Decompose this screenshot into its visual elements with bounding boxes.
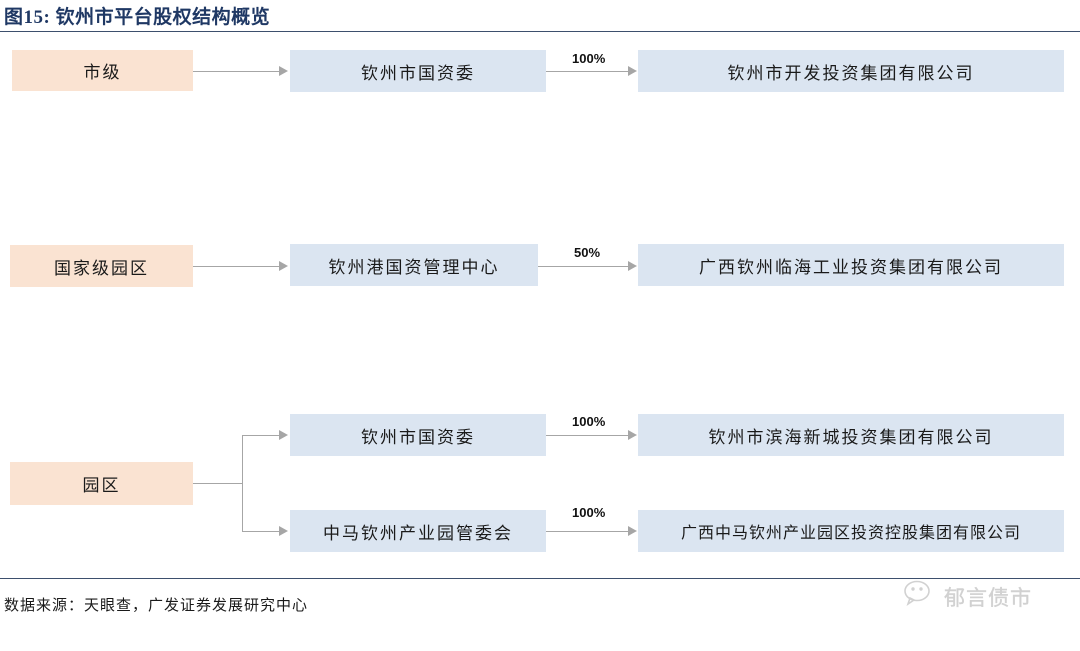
arrowhead-row2-owner <box>279 261 288 271</box>
ownership-percent-row2: 50% <box>574 245 601 260</box>
arrowhead-row1-owner <box>279 66 288 76</box>
figure-header: 图15: 钦州市平台股权结构概览 <box>0 0 1080 32</box>
category-box-row1: 市级 <box>12 50 193 91</box>
wechat-icon <box>904 580 938 613</box>
arrowhead-row1-entity <box>628 66 637 76</box>
connector-row3-branch-vertical <box>242 435 243 532</box>
ownership-percent-row3b: 100% <box>572 505 606 520</box>
arrowhead-row2-entity <box>628 261 637 271</box>
arrowhead-row3a-owner <box>279 430 288 440</box>
footer-divider <box>0 578 1080 579</box>
owner-box-row3a: 钦州市国资委 <box>290 414 546 456</box>
arrowhead-row3a-entity <box>628 430 637 440</box>
entity-box-row1: 钦州市开发投资集团有限公司 <box>638 50 1064 92</box>
connector-row2-owner-to-entity <box>538 266 632 267</box>
page-title: 图15: 钦州市平台股权结构概览 <box>4 7 271 28</box>
arrowhead-row3b-owner <box>279 526 288 536</box>
connector-row3a-to-owner <box>242 435 284 436</box>
owner-box-row3b: 中马钦州产业园管委会 <box>290 510 546 552</box>
watermark-label: 郁言债市 <box>944 585 1032 610</box>
connector-row3b-to-owner <box>242 531 284 532</box>
connector-row3b-to-entity <box>546 531 632 532</box>
connector-row2-cat-to-owner <box>193 266 283 267</box>
source-note: 数据来源：天眼查，广发证券发展研究中心 <box>4 598 309 614</box>
ownership-percent-row1: 100% <box>572 51 606 66</box>
entity-box-row3a: 钦州市滨海新城投资集团有限公司 <box>638 414 1064 456</box>
header-divider <box>0 31 1080 32</box>
owner-box-row1: 钦州市国资委 <box>290 50 546 92</box>
owner-box-row2: 钦州港国资管理中心 <box>290 244 538 286</box>
connector-row3a-to-entity <box>546 435 632 436</box>
entity-box-row2: 广西钦州临海工业投资集团有限公司 <box>638 244 1064 286</box>
connector-row1-owner-to-entity <box>546 71 632 72</box>
category-box-row3: 园区 <box>10 462 193 505</box>
entity-box-row3b: 广西中马钦州产业园区投资控股集团有限公司 <box>638 510 1064 552</box>
category-box-row2: 国家级园区 <box>10 245 193 287</box>
watermark: 郁言债市 <box>904 580 1032 613</box>
ownership-percent-row3a: 100% <box>572 414 606 429</box>
arrowhead-row3b-entity <box>628 526 637 536</box>
connector-row3-trunk <box>193 483 243 484</box>
connector-row1-cat-to-owner <box>193 71 283 72</box>
